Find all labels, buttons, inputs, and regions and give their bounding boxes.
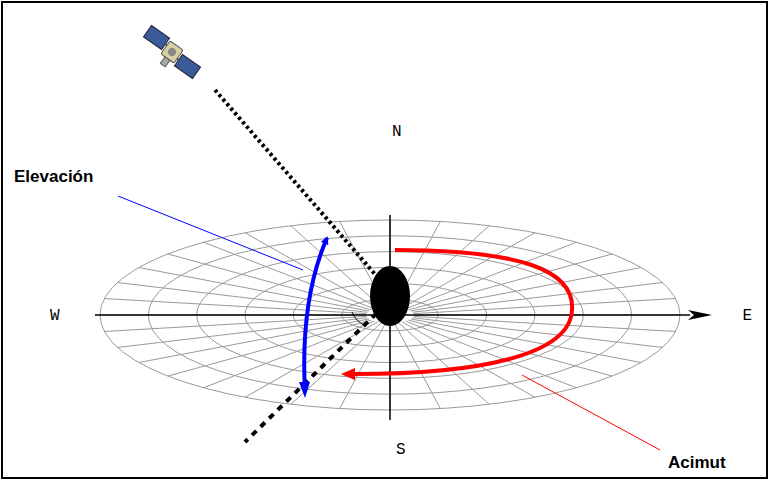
compass-label: N xyxy=(392,124,402,140)
compass-label: S xyxy=(396,442,406,458)
leader-line xyxy=(118,196,303,270)
observer xyxy=(370,266,410,326)
elevation-arrow xyxy=(299,382,310,398)
compass-label: W xyxy=(50,308,60,324)
compass-label: E xyxy=(742,308,752,324)
leader-line xyxy=(522,375,660,450)
angle-mark xyxy=(352,312,366,326)
satellite-icon xyxy=(137,25,204,83)
azimuth-arc xyxy=(345,250,572,374)
line-of-sight xyxy=(215,90,380,280)
axis-arrow xyxy=(688,310,712,320)
elevation-arc xyxy=(304,238,327,392)
callout-label: Elevación xyxy=(14,168,93,185)
callout-label: Acimut xyxy=(668,454,726,471)
